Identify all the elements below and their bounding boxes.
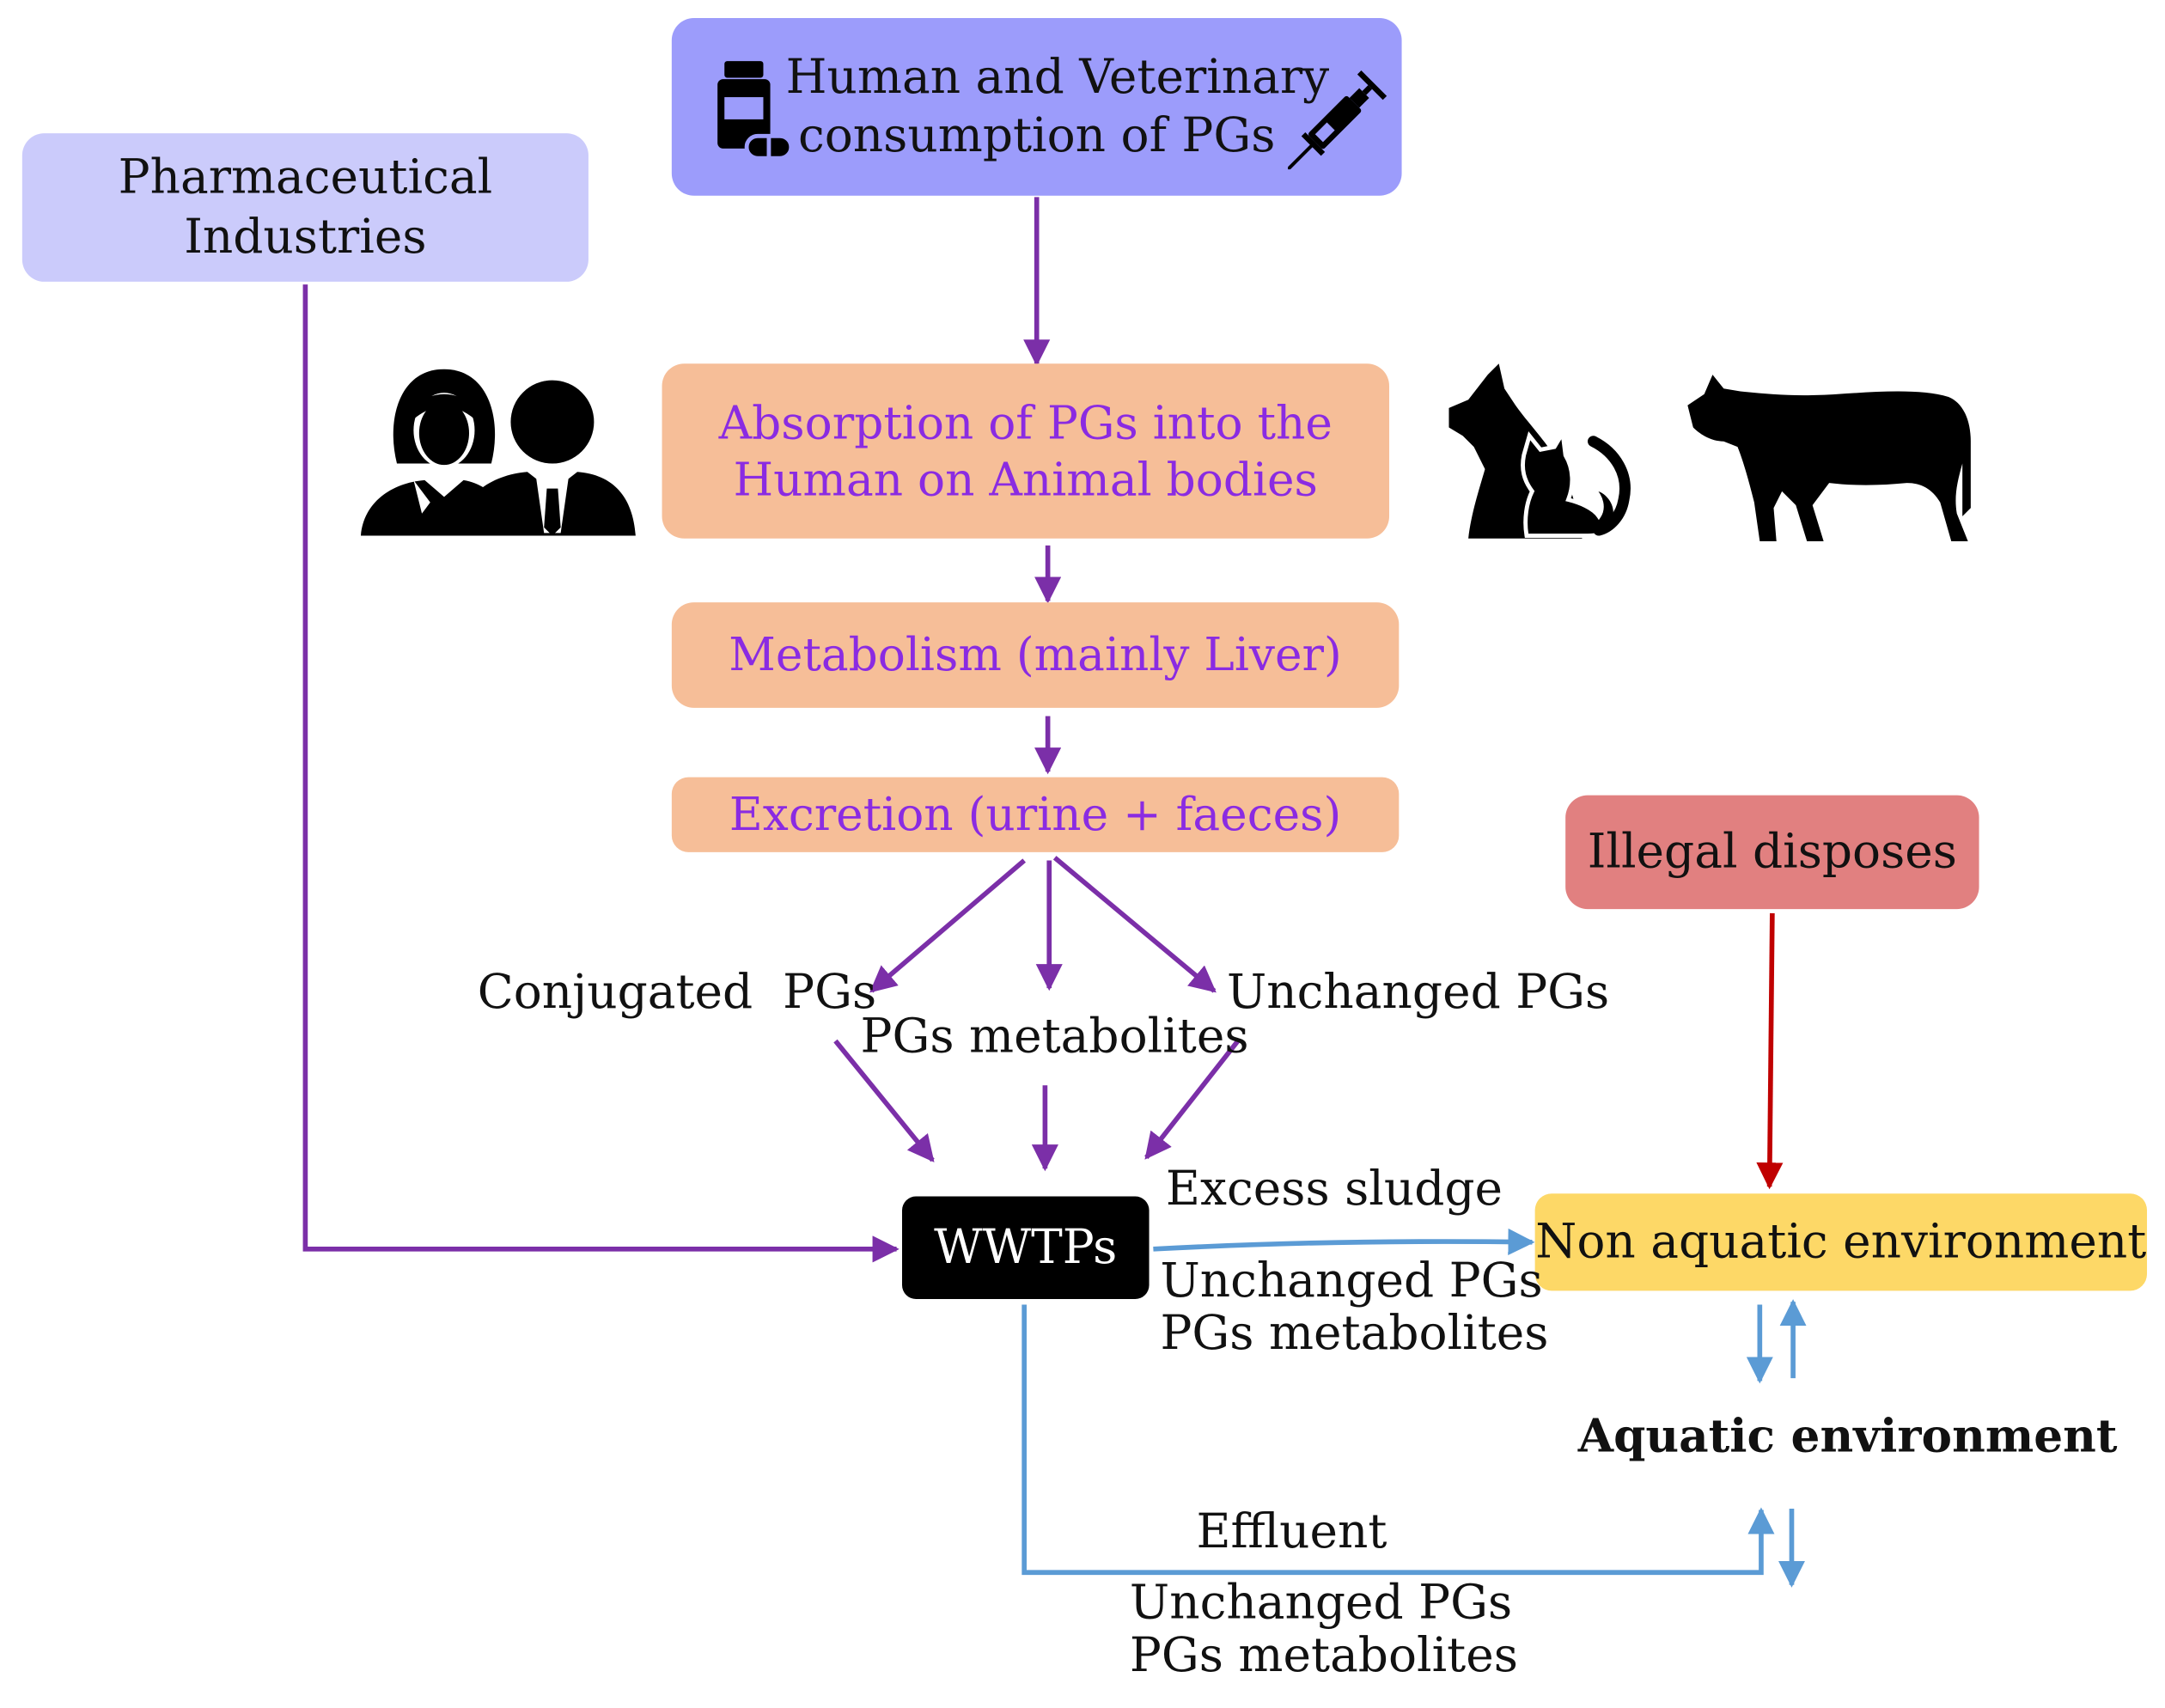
absorption-line1: Absorption of PGs into the: [718, 394, 1333, 449]
arrow-illegal-to-non-aquatic: [1756, 912, 1784, 1190]
effluent-label: Effluent: [1196, 1504, 1387, 1560]
metabolism-node: Metabolism (mainly Liver): [671, 602, 1400, 708]
consumption-line1: Human and Veterinary: [785, 49, 1330, 105]
arrow-conjugated-to-wwtp: [833, 1039, 935, 1162]
excess-sludge-label: Excess sludge: [1165, 1162, 1503, 1217]
industries-line1: Pharmaceutical: [118, 149, 493, 206]
arrow-wwtp-effluent-to-aquatic: [1022, 1304, 1775, 1576]
arrow-excretion-to-conjugated: [869, 858, 1027, 993]
wwtp-node: WWTPs: [902, 1196, 1150, 1300]
excretion-node: Excretion (urine + faeces): [671, 777, 1400, 852]
effluent-pgs-metabolites-label: PGs metabolites: [1129, 1627, 1518, 1684]
arrow-excretion-to-unchanged: [1052, 856, 1217, 993]
medicine-bottle-icon: [717, 61, 794, 161]
people-icon: [361, 369, 636, 536]
industries-line2: Industries: [184, 209, 427, 265]
syringe-icon: [1288, 70, 1387, 170]
conjugated-pgs-label: Conjugated PGs: [477, 964, 877, 1021]
arrow-wwtp-to-non-aquatic: [1153, 1228, 1535, 1255]
unchanged-pgs-label: Unchanged PGs: [1227, 964, 1610, 1021]
dog-cat-icon: [1448, 363, 1631, 539]
pharmaceutical-industries-node: Pharmaceutical Industries: [21, 133, 589, 282]
illegal-disposes-node: Illegal disposes: [1565, 795, 1979, 910]
consumption-node: Human and Veterinary consumption of PGs: [671, 18, 1402, 196]
cow-icon: [1687, 375, 1971, 542]
absorption-line2: Human on Animal bodies: [733, 452, 1318, 507]
sludge-pgs-metabolites-label: PGs metabolites: [1160, 1306, 1549, 1362]
arrow-unchanged-to-wwtp: [1144, 1039, 1241, 1160]
effluent-unchanged-pgs-label: Unchanged PGs: [1129, 1575, 1513, 1632]
pgs-metabolites-label: PGs metabolites: [860, 1009, 1249, 1065]
consumption-line2: consumption of PGs: [797, 108, 1276, 164]
sludge-unchanged-pgs-label: Unchanged PGs: [1160, 1253, 1543, 1309]
aquatic-environment-label: Aquatic environment: [1577, 1408, 2118, 1463]
arrow-industries-to-wwtp: [302, 284, 900, 1263]
non-aquatic-environment-node: Non aquatic environment: [1534, 1193, 2148, 1291]
absorption-node: Absorption of PGs into the Human on Anim…: [662, 363, 1390, 539]
